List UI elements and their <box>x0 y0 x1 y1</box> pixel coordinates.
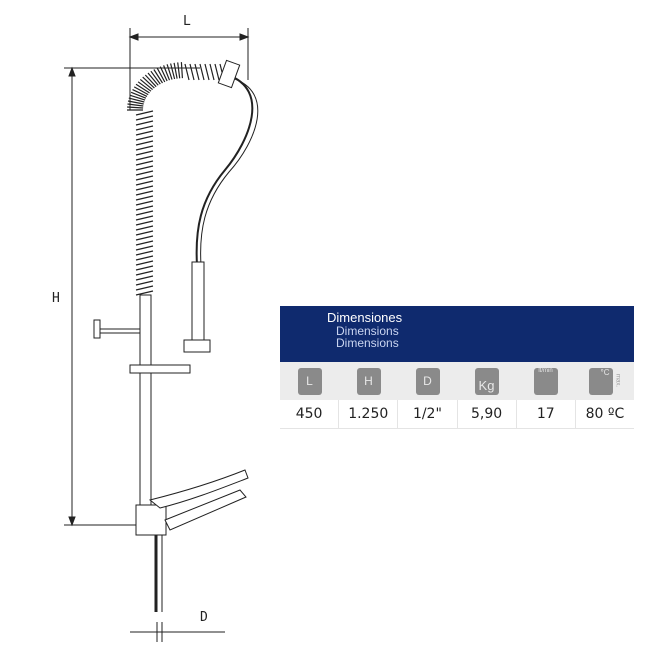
spring-coil <box>127 62 225 296</box>
length-value: 450 <box>280 400 340 428</box>
spec-values-row: 450 1.250 1/2" 5,90 17 80 ºC <box>280 400 634 429</box>
diameter-value: 1/2" <box>398 400 458 428</box>
weight-value: 5,90 <box>458 400 517 428</box>
height-value: 1.250 <box>339 400 399 428</box>
height-icon: H <box>356 367 381 395</box>
flow-rate-value: 17 <box>517 400 576 428</box>
length-label: L <box>183 14 191 29</box>
faucet-column <box>139 294 152 521</box>
dimensions-spec-table: Dimensiones Dimensions Dimensions L H D … <box>280 306 634 429</box>
spray-head <box>191 261 205 343</box>
max-temperature-value: 80 ºC <box>585 406 625 422</box>
spec-subtitle: Dimensions <box>336 336 399 350</box>
length-icon: L <box>297 367 322 395</box>
mixer-lever <box>148 469 249 509</box>
mixer-body <box>135 504 167 536</box>
spec-subtitle: Dimensions <box>336 324 399 338</box>
diameter-label: D <box>200 610 208 625</box>
wall-bracket <box>93 319 101 339</box>
spec-table-header: Dimensiones Dimensions Dimensions <box>280 306 634 362</box>
spout <box>164 489 247 531</box>
flow-rate-icon: lt/min <box>533 367 558 395</box>
height-label: H <box>52 291 60 306</box>
diameter-icon: D <box>415 367 440 395</box>
max-label: max. <box>614 374 621 388</box>
spec-title: Dimensiones <box>327 310 403 325</box>
spray-hose <box>195 74 254 266</box>
max-temperature-icon: °C <box>588 367 613 395</box>
weight-icon: Kg <box>474 367 499 395</box>
